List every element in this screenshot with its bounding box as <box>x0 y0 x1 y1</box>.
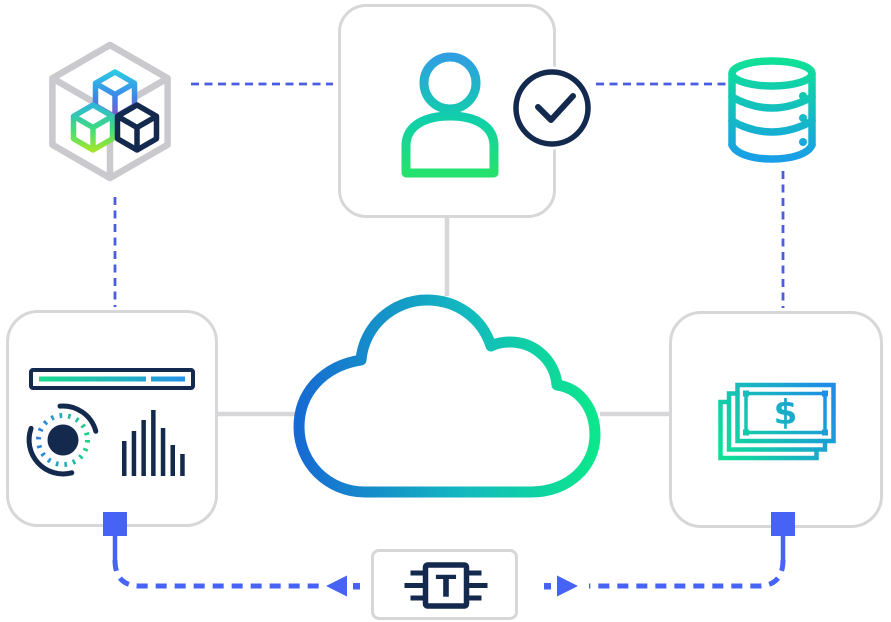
check-circle-icon <box>510 66 594 150</box>
right-arrowhead-icon <box>557 575 578 597</box>
chip-letter: T <box>436 570 457 605</box>
flow-right-dashed <box>589 559 786 589</box>
chip-icon: T <box>404 562 488 609</box>
chip-pins <box>404 570 488 601</box>
left-arrowhead-icon <box>326 575 347 597</box>
bill-corner-marks <box>743 390 828 436</box>
bar-chart <box>122 410 185 476</box>
donut-center <box>47 424 79 456</box>
database-sides <box>728 69 816 149</box>
database-bottom <box>728 141 816 163</box>
processor-node-card: T <box>371 549 518 620</box>
gauge-bar <box>29 368 195 390</box>
person-icon <box>401 52 499 178</box>
cloud-icon <box>293 294 601 498</box>
flow-port-analytics <box>103 512 127 536</box>
database-band-1 <box>728 93 816 112</box>
check-mark <box>535 93 576 123</box>
dollar-sign: $ <box>774 393 798 433</box>
donut-dotted-ring <box>36 413 90 467</box>
database-icon <box>728 57 816 163</box>
donut-arc-top <box>57 403 99 434</box>
donut-arc-bottom <box>26 425 75 477</box>
left-flow-dot <box>353 583 360 590</box>
analytics-node-card <box>6 310 218 527</box>
person-head <box>419 52 481 114</box>
person-body <box>401 111 499 178</box>
small-cube-left-icon <box>70 102 116 153</box>
flow-left-dashed <box>112 559 321 589</box>
database-band-2 <box>728 117 816 136</box>
cash-node-card: $ <box>669 311 883 528</box>
right-flow-dot <box>544 583 551 590</box>
flow-port-cash <box>771 512 795 536</box>
bill-inner-frame <box>744 391 827 435</box>
dashboard-charts-icon <box>26 368 195 477</box>
cubes-3d-icon <box>49 41 171 182</box>
cloud-outline <box>293 294 601 498</box>
money-bills-icon: $ <box>718 382 836 461</box>
badge-ring <box>513 69 591 147</box>
small-cube-right-icon <box>114 102 160 153</box>
